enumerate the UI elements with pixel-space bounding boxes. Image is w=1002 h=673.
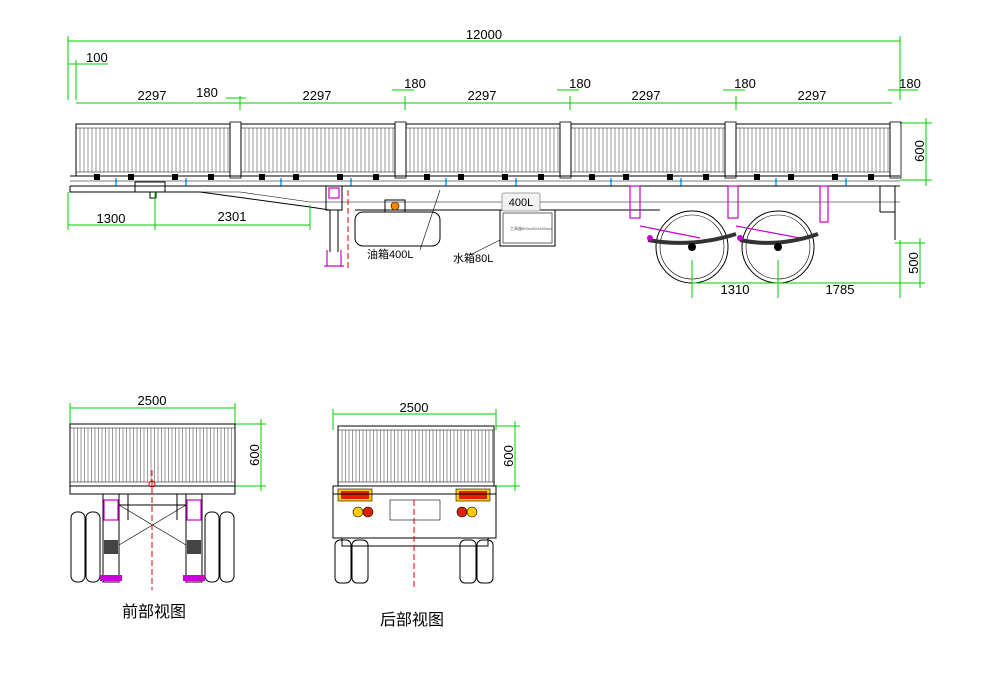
side-view: 12000 100 2297 2297 2297 2297 2297 [67, 27, 932, 298]
side-height-dimension: 600 [900, 118, 932, 186]
panel-dimensions: 2297 2297 2297 2297 2297 [76, 88, 892, 110]
tag-400l: 400L [501, 192, 541, 212]
front-side-panel [69, 423, 236, 487]
rear-side-panel [337, 425, 495, 487]
front-offset-label: 100 [86, 50, 108, 65]
fuel-tank: 油箱400L [354, 189, 441, 261]
panel-length-2: 2297 [303, 88, 332, 103]
front-offset-dimension: 100 [68, 50, 108, 100]
front-view: 2500 600 前部视图 [69, 393, 266, 621]
gap-label-3: 180 [569, 76, 591, 91]
axle-dimensions: 1310 1785 [691, 240, 901, 298]
landing-gear [324, 185, 349, 270]
lower-front-dimensions: 1300 2301 [67, 192, 311, 230]
gap-label-5: 180 [899, 76, 921, 91]
rear-view-caption: 后部视图 [380, 610, 444, 629]
gap-label-1: 180 [196, 85, 218, 100]
gooseneck-length-label: 2301 [218, 209, 247, 224]
overall-length-label: 12000 [466, 27, 502, 42]
rear-view: 2500 600 后部视图 [332, 400, 520, 629]
rear-height-label: 500 [906, 252, 921, 274]
kingpin-distance-label: 1300 [97, 211, 126, 226]
axle-spacing-1-label: 1310 [721, 282, 750, 297]
water-tank: 工具箱600x400x400mm 水箱80L [453, 209, 556, 265]
overall-length-dimension: 12000 [67, 27, 901, 100]
fuel-tank-label: 油箱400L [367, 247, 413, 261]
front-view-caption: 前部视图 [122, 602, 186, 621]
gap-label-2: 180 [404, 76, 426, 91]
axle-spacing-2-label: 1785 [826, 282, 855, 297]
tag-400l-label: 400L [509, 197, 533, 209]
chassis [69, 175, 900, 240]
front-height-label: 600 [247, 444, 262, 466]
gap-label-4: 180 [734, 76, 756, 91]
side-height-label: 600 [912, 140, 927, 162]
side-panel-3 [405, 121, 572, 186]
gap-dimensions: 180 180 180 180 180 [196, 76, 921, 100]
side-panel-1 [75, 121, 242, 186]
panel-length-5: 2297 [798, 88, 827, 103]
rear-height-dimension: 500 [895, 238, 925, 288]
panel-length-1: 2297 [138, 88, 167, 103]
panel-length-3: 2297 [468, 88, 497, 103]
rear-wheels [629, 185, 829, 284]
water-tank-label: 水箱80L [453, 251, 493, 265]
front-width-label: 2500 [138, 393, 167, 408]
panel-length-4: 2297 [632, 88, 661, 103]
toolbox-note: 工具箱600x400x400mm [510, 225, 553, 231]
rear-width-label: 2500 [400, 400, 429, 415]
rear-height-label-rv: 600 [501, 445, 516, 467]
